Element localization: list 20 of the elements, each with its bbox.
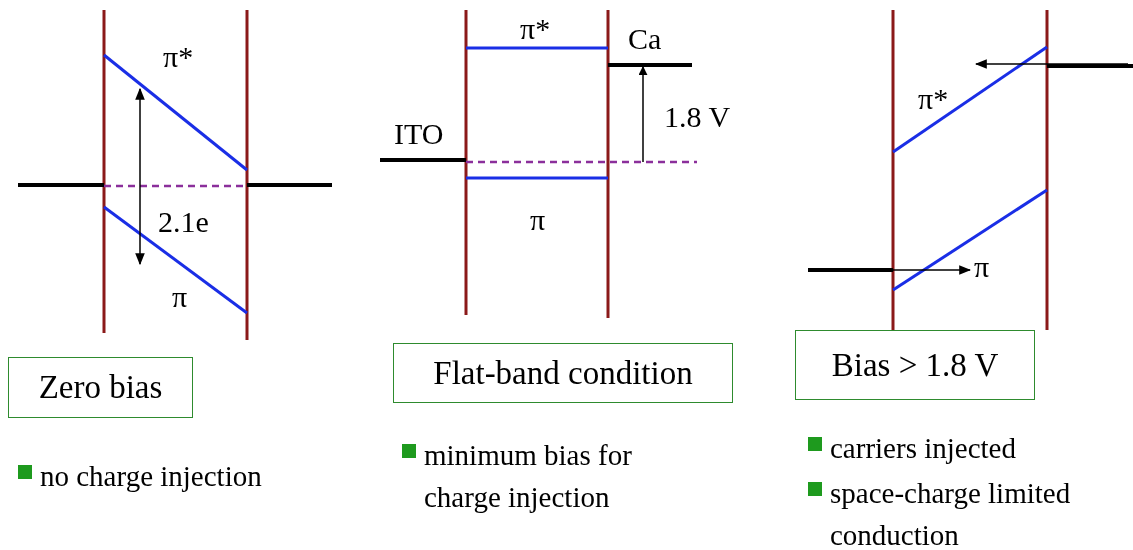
diagram-label: Ca xyxy=(628,22,662,56)
diagram-label: ITO xyxy=(394,117,444,151)
diagram-label: π xyxy=(974,250,990,284)
diagram-label: 1.8 V xyxy=(664,100,731,134)
diagram-label: 2.1e xyxy=(158,205,209,239)
caption-text: Zero bias xyxy=(38,369,163,406)
caption-text: Bias > 1.8 V xyxy=(831,346,999,384)
bullet-note: carriers injected xyxy=(830,431,1016,466)
diagram-label: π* xyxy=(163,40,194,74)
caption-box xyxy=(795,330,1035,400)
bullet-note: no charge injection xyxy=(40,459,262,494)
diagram-label: π* xyxy=(918,82,949,116)
bullet-note: space-charge limited conduction xyxy=(830,476,1072,550)
caption-box xyxy=(8,357,193,418)
caption-text: Flat-band condition xyxy=(433,354,693,392)
diagram-label: π* xyxy=(520,12,551,46)
caption-box xyxy=(393,343,733,403)
diagram-label: π xyxy=(172,280,188,314)
bullet-note: minimum bias for charge injection xyxy=(424,438,633,515)
diagram-label: π xyxy=(530,203,546,237)
